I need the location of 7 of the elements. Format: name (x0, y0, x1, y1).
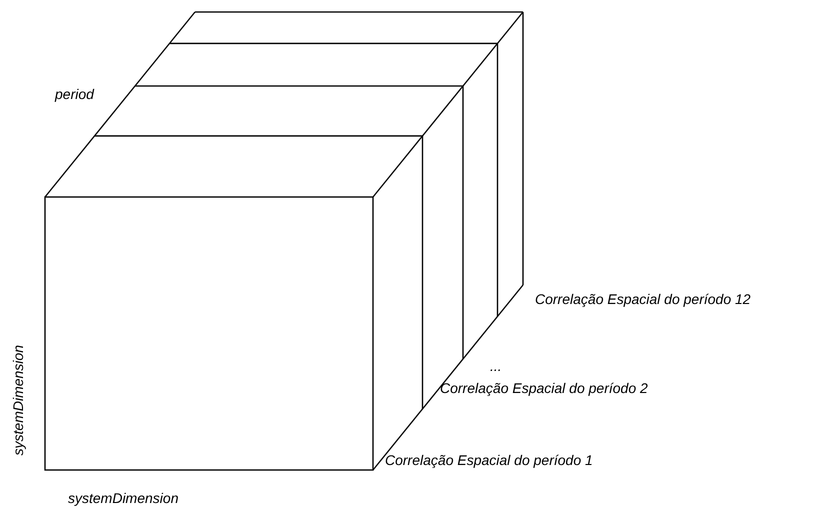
slice-label: Correlação Espacial do período 1 (385, 452, 593, 468)
ellipsis-text: ... (490, 358, 502, 374)
axis-label: systemDimension (68, 490, 178, 506)
axis-label: systemDimension (10, 345, 26, 456)
slice-label: Correlação Espacial do período 2 (440, 380, 648, 396)
slice-label: Correlação Espacial do período 12 (535, 291, 751, 307)
axis-label: period (55, 86, 94, 102)
